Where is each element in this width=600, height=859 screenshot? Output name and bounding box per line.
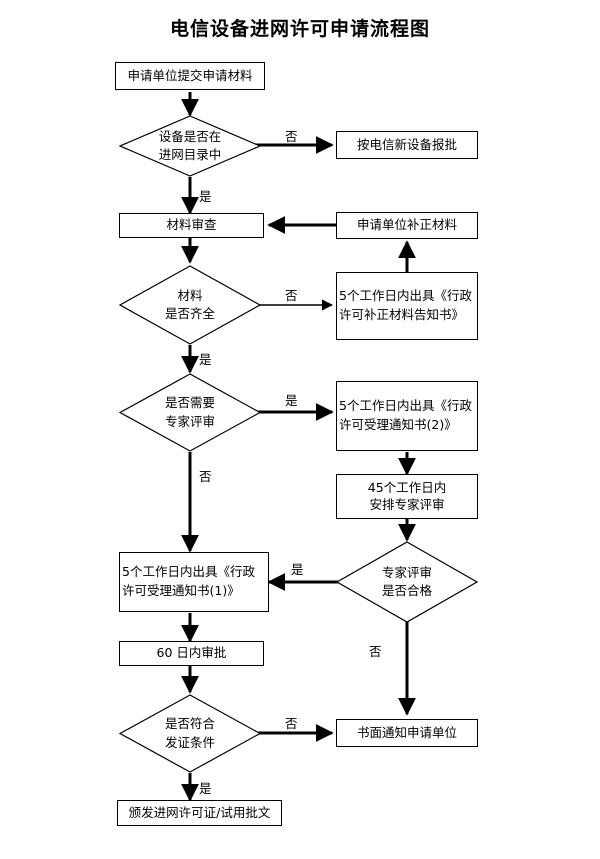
- node-supplement-notice[interactable]: 5个工作日内出具《行政许可补正材料告知书》: [336, 272, 478, 340]
- node-expert-review-passed[interactable]: 专家评审 是否合格: [336, 541, 478, 623]
- node-label: 颁发进网许可证/试用批文: [128, 804, 271, 820]
- node-approve-within-60-days[interactable]: 60 日内审批: [119, 641, 264, 666]
- diamond-shape: [119, 115, 261, 177]
- edge-label-conditions-no: 否: [285, 716, 298, 731]
- diamond-shape: [119, 694, 261, 773]
- node-acceptance-notice-1[interactable]: 5个工作日内出具《行政许可受理通知书(1)》: [119, 552, 269, 612]
- node-issue-license[interactable]: 颁发进网许可证/试用批文: [117, 800, 282, 826]
- node-label: 60 日内审批: [156, 645, 227, 661]
- edge-label-expert-no: 否: [199, 469, 212, 484]
- node-label: 材料审查: [166, 217, 217, 233]
- node-label: 5个工作日内出具《行政许可受理通知书(2)》: [339, 398, 472, 432]
- edge-label-complete-no: 否: [285, 288, 298, 303]
- node-label: 申请单位补正材料: [356, 217, 457, 233]
- node-label-line1: 45个工作日内: [367, 479, 447, 495]
- diamond-shape: [119, 265, 261, 345]
- edge-label-conditions-yes: 是: [199, 781, 212, 796]
- diamond-shape: [119, 373, 261, 452]
- node-label: 书面通知申请单位: [356, 724, 457, 740]
- node-submit-application[interactable]: 申请单位提交申请材料: [115, 62, 265, 90]
- node-label: 5个工作日内出具《行政许可受理通知书(1)》: [122, 564, 255, 598]
- node-material-review[interactable]: 材料审查: [119, 213, 264, 238]
- edge-label-expert-yes: 是: [285, 393, 298, 408]
- page-title: 电信设备进网许可申请流程图: [169, 18, 430, 40]
- edge-label-catalog-yes: 是: [199, 189, 212, 204]
- node-device-in-catalog[interactable]: 设备是否在 进网目录中: [119, 115, 261, 177]
- node-label: 申请单位提交申请材料: [127, 67, 253, 83]
- diamond-shape: [336, 541, 478, 623]
- edge-label-catalog-no: 否: [285, 129, 298, 144]
- edge-label-pass-no: 否: [369, 644, 382, 659]
- node-written-notice-to-applicant[interactable]: 书面通知申请单位: [336, 719, 478, 747]
- node-label-line2: 安排专家评审: [369, 496, 445, 512]
- node-acceptance-notice-2[interactable]: 5个工作日内出具《行政许可受理通知书(2)》: [336, 381, 478, 451]
- edge-label-complete-yes: 是: [199, 352, 212, 367]
- node-materials-complete[interactable]: 材料 是否齐全: [119, 265, 261, 345]
- edge-label-pass-yes: 是: [291, 562, 304, 577]
- node-applicant-supplements-materials[interactable]: 申请单位补正材料: [336, 212, 478, 239]
- node-need-expert-review[interactable]: 是否需要 专家评审: [119, 373, 261, 452]
- node-label: 5个工作日内出具《行政许可补正材料告知书》: [339, 288, 472, 322]
- node-arrange-expert-review[interactable]: 45个工作日内 安排专家评审: [336, 474, 478, 519]
- node-report-new-telecom-device[interactable]: 按电信新设备报批: [336, 131, 478, 159]
- node-meets-issuance-conditions[interactable]: 是否符合 发证条件: [119, 694, 261, 773]
- node-label: 按电信新设备报批: [356, 136, 457, 152]
